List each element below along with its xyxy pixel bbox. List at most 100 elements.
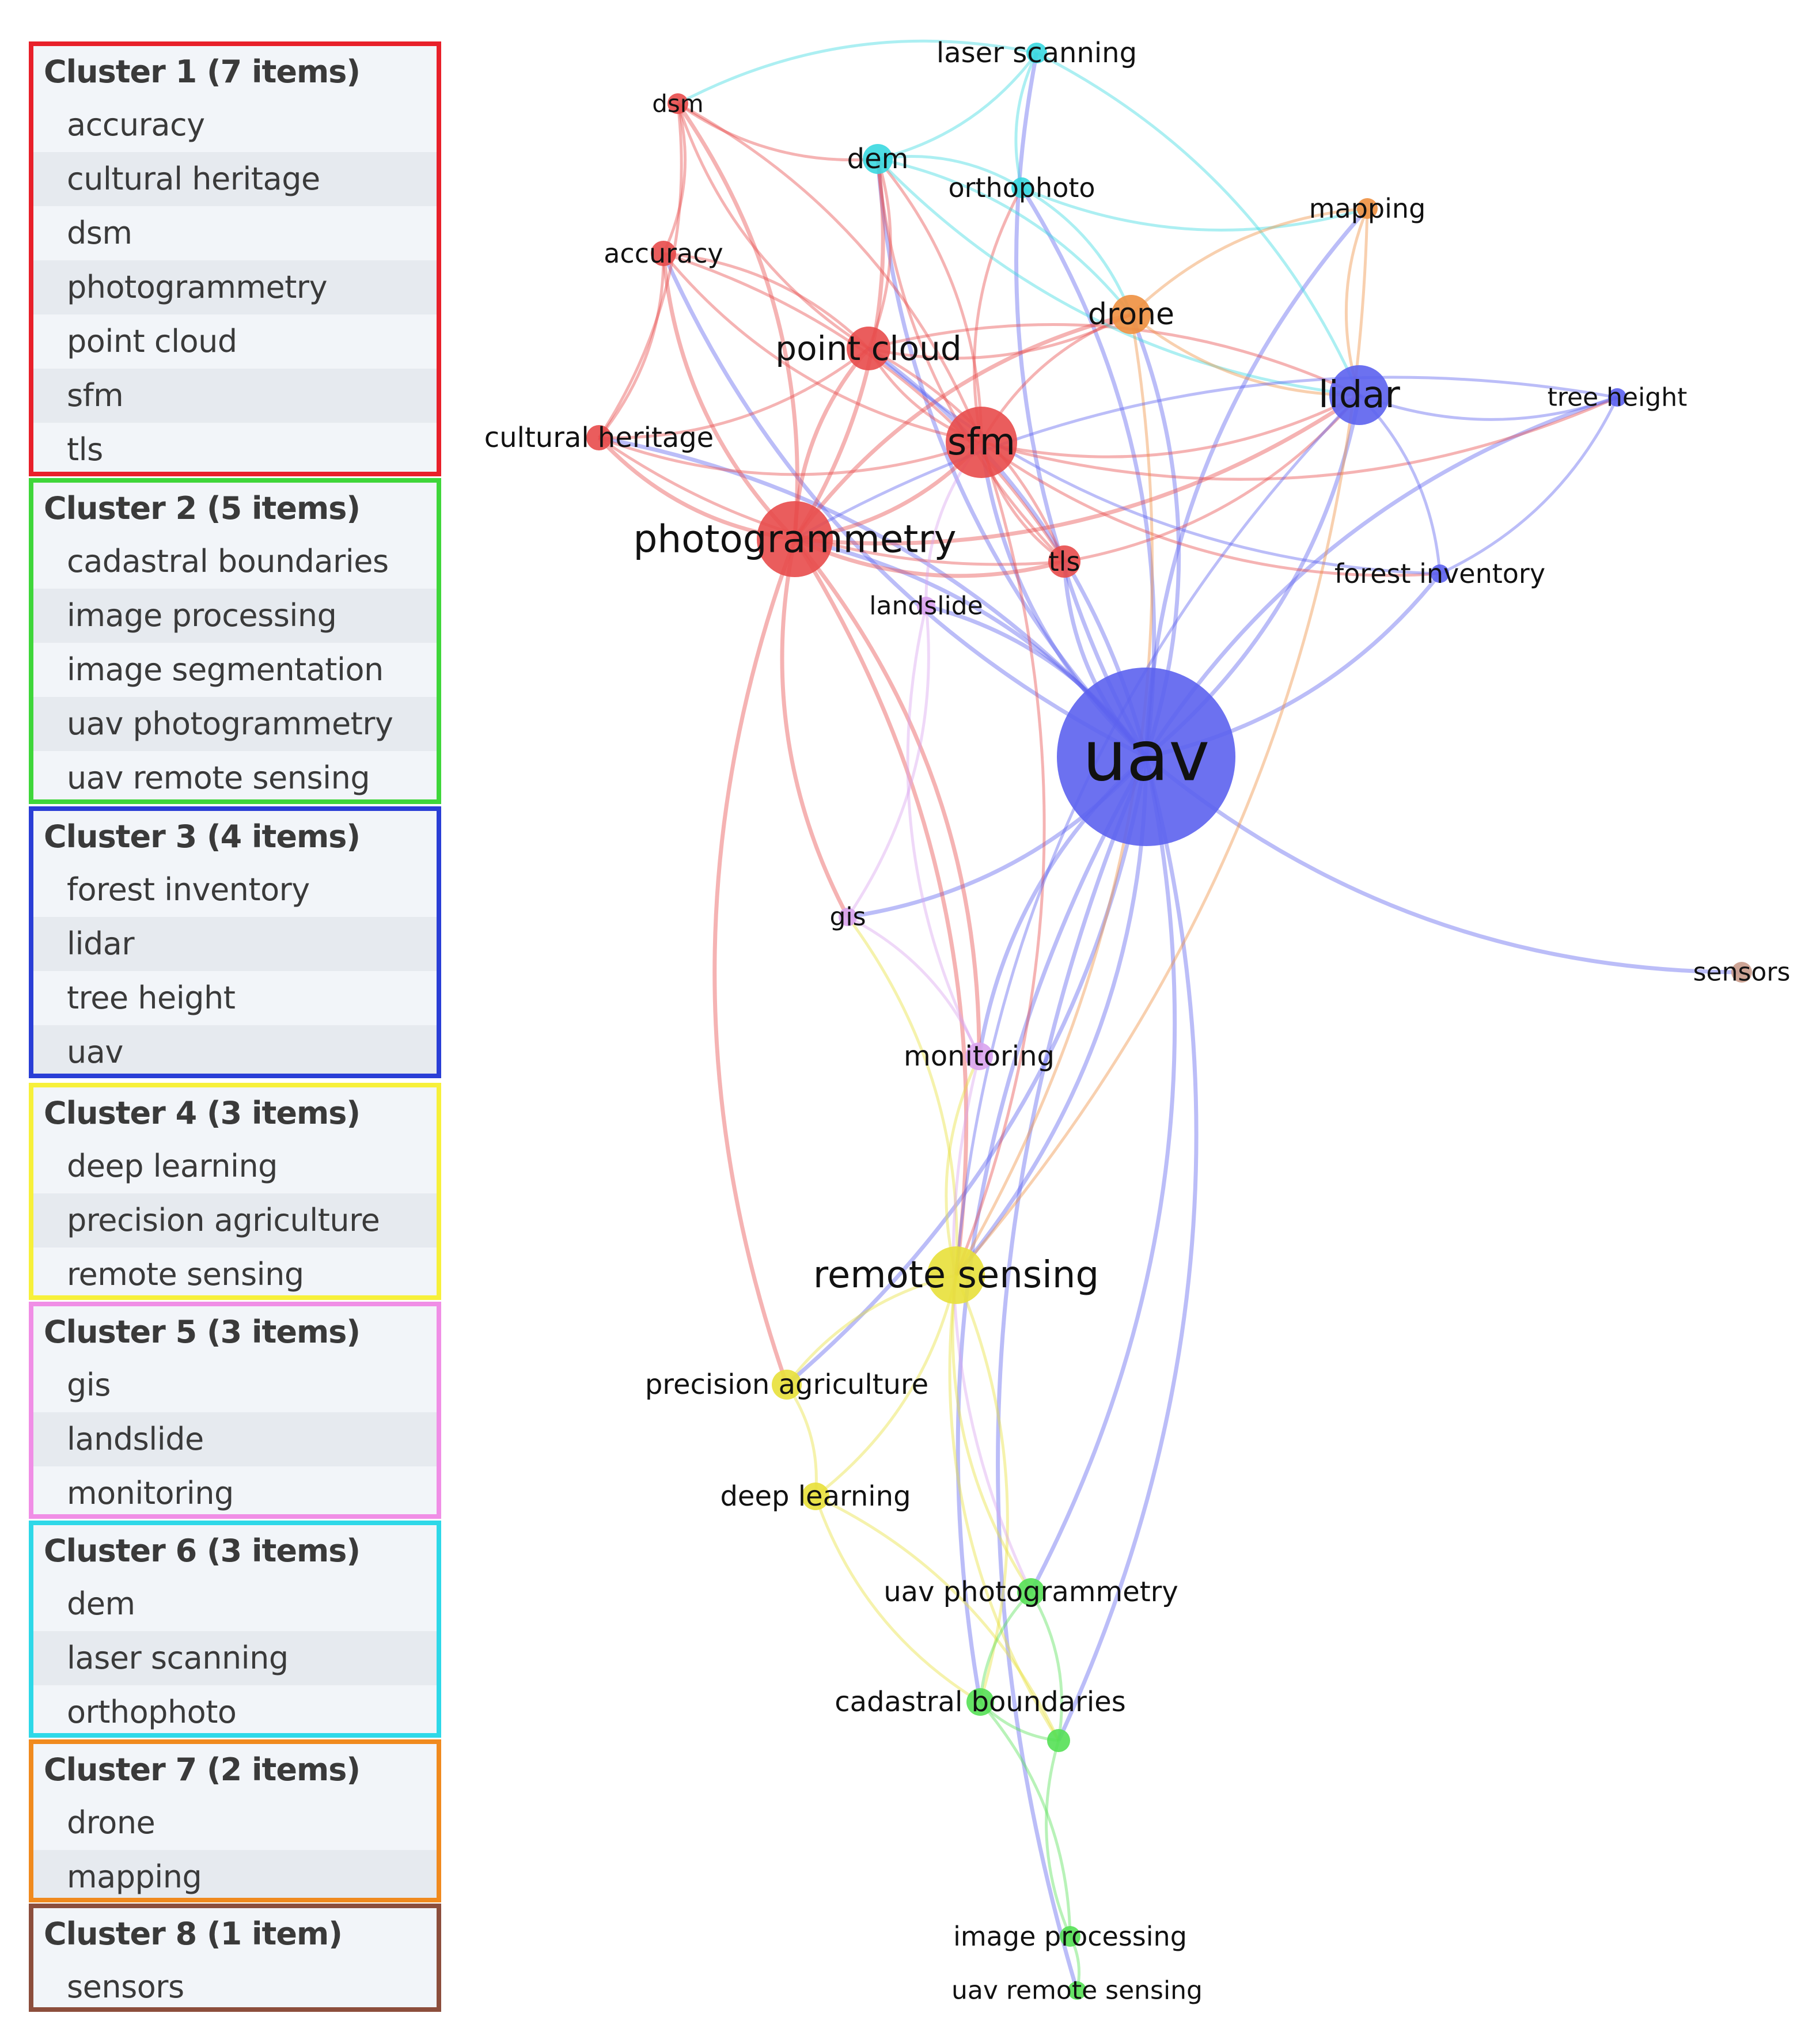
node-uav[interactable]	[1057, 668, 1235, 846]
network-link	[981, 396, 1618, 481]
node-lidar[interactable]	[1329, 365, 1389, 425]
node-label: mapping	[1309, 193, 1426, 224]
cluster-header[interactable]: Cluster 2 (5 items)	[44, 490, 361, 526]
cluster-item[interactable]: tree height	[33, 971, 437, 1025]
cluster-header[interactable]: Cluster 5 (3 items)	[44, 1314, 361, 1350]
node-remote-sensing[interactable]	[927, 1246, 985, 1304]
network-link	[1056, 756, 1199, 1742]
cluster-item[interactable]: cadastral boundaries	[33, 534, 437, 589]
cluster-item[interactable]: point cloud	[33, 314, 437, 369]
node-mapping[interactable]	[1357, 198, 1378, 219]
node-dsm[interactable]	[668, 93, 688, 114]
node-label: image processing	[953, 1921, 1187, 1952]
node-forest-inventory[interactable]	[1431, 564, 1449, 583]
network-link	[948, 1275, 1060, 1742]
node-orthophoto[interactable]	[1011, 177, 1032, 198]
node-tree-height[interactable]	[1608, 388, 1626, 407]
cluster-item[interactable]: lidar	[33, 917, 437, 971]
node-image-processing[interactable]	[1060, 1926, 1080, 1947]
node-sfm[interactable]	[946, 407, 1017, 478]
node-laser-scanning[interactable]	[1026, 43, 1047, 63]
cluster-header[interactable]: Cluster 7 (2 items)	[44, 1752, 361, 1788]
network-link	[1144, 395, 1618, 758]
cluster-item[interactable]: uav remote sensing	[33, 751, 437, 799]
cluster-item[interactable]: drone	[33, 1796, 437, 1850]
cluster-item[interactable]: uav	[33, 1025, 437, 1074]
cluster-header[interactable]: Cluster 3 (4 items)	[44, 818, 361, 855]
node-label: tree height	[1548, 383, 1688, 412]
cluster-item[interactable]: image processing	[33, 589, 437, 643]
network-link	[677, 102, 983, 443]
node-tls[interactable]	[1048, 545, 1080, 578]
cluster-item[interactable]: uav photogrammetry	[33, 697, 437, 751]
cluster-item[interactable]: forest inventory	[33, 863, 437, 917]
network-link	[712, 538, 797, 1386]
cluster-item[interactable]: accuracy	[33, 98, 437, 152]
node-photogrammetry[interactable]	[757, 501, 833, 577]
node-precision-agriculture[interactable]	[772, 1370, 802, 1400]
node-image-segmentation[interactable]	[1047, 1729, 1070, 1752]
node-point-cloud[interactable]	[847, 327, 890, 370]
cluster-item[interactable]: orthophoto	[33, 1685, 437, 1733]
cluster-item[interactable]: remote sensing	[33, 1248, 437, 1295]
cluster-item[interactable]: image segmentation	[33, 643, 437, 697]
cluster-item[interactable]: landslide	[33, 1412, 437, 1466]
node-cadastral-boundaries[interactable]	[966, 1688, 994, 1716]
node-label: lidar	[1318, 374, 1400, 416]
network-link	[1439, 396, 1619, 575]
network-links	[597, 39, 1742, 1991]
cluster-header[interactable]: Cluster 1 (7 items)	[44, 54, 361, 90]
network-link	[785, 756, 1148, 1386]
node-cultural-heritage[interactable]	[586, 425, 612, 450]
cluster-item[interactable]: dsm	[33, 206, 437, 260]
network-link	[875, 158, 1148, 759]
cluster-box-8: Cluster 8 (1 item) sensors	[29, 1904, 441, 2012]
network-link	[793, 538, 969, 1276]
network-link	[945, 1055, 981, 1276]
cluster-item[interactable]: gis	[33, 1358, 437, 1412]
network-link	[979, 1701, 1072, 1937]
node-dem[interactable]	[863, 144, 893, 174]
network-link	[663, 252, 1066, 563]
cluster-item[interactable]: mapping	[33, 1850, 437, 1898]
network-link	[954, 442, 1046, 1276]
node-accuracy[interactable]	[651, 241, 676, 266]
cluster-header[interactable]: Cluster 6 (3 items)	[44, 1533, 361, 1569]
cluster-item[interactable]: tls	[33, 423, 437, 472]
node-uav-photogrammetry[interactable]	[1017, 1578, 1045, 1606]
node-gis[interactable]	[839, 908, 857, 926]
node-landslide[interactable]	[917, 597, 935, 615]
cluster-item[interactable]: precision agriculture	[33, 1193, 437, 1248]
network-link	[793, 537, 981, 1057]
network-link	[1029, 756, 1177, 1593]
node-label: point cloud	[775, 329, 961, 368]
network-link	[676, 103, 799, 540]
node-uav-remote-sensing[interactable]	[1068, 1981, 1086, 2000]
network-link	[877, 158, 983, 443]
cluster-item[interactable]: dem	[33, 1577, 437, 1631]
cluster-item[interactable]: sfm	[33, 369, 437, 423]
node-deep-learning[interactable]	[802, 1483, 829, 1510]
network-link	[1021, 186, 1133, 315]
cluster-header[interactable]: Cluster 8 (1 item)	[44, 1916, 343, 1952]
cluster-header[interactable]: Cluster 4 (3 items)	[44, 1095, 361, 1131]
network-link	[981, 393, 1360, 458]
network-link	[846, 916, 958, 1276]
network-link	[951, 1056, 1033, 1593]
node-drone[interactable]	[1112, 295, 1151, 334]
network-link	[1029, 1591, 1063, 1741]
cluster-item[interactable]: monitoring	[33, 1466, 437, 1514]
cluster-item[interactable]: cultural heritage	[33, 152, 437, 206]
network-link	[847, 915, 981, 1057]
network-link	[663, 252, 870, 350]
cluster-item[interactable]: deep learning	[33, 1139, 437, 1193]
network-link	[661, 252, 1147, 759]
node-sensors[interactable]	[1731, 962, 1752, 983]
cluster-item[interactable]: laser scanning	[33, 1631, 437, 1685]
network-link	[662, 252, 982, 444]
node-monitoring[interactable]	[965, 1042, 993, 1070]
network-link	[1130, 207, 1368, 316]
cluster-item[interactable]: sensors	[33, 1960, 437, 2007]
cluster-item[interactable]: photogrammetry	[33, 260, 437, 314]
